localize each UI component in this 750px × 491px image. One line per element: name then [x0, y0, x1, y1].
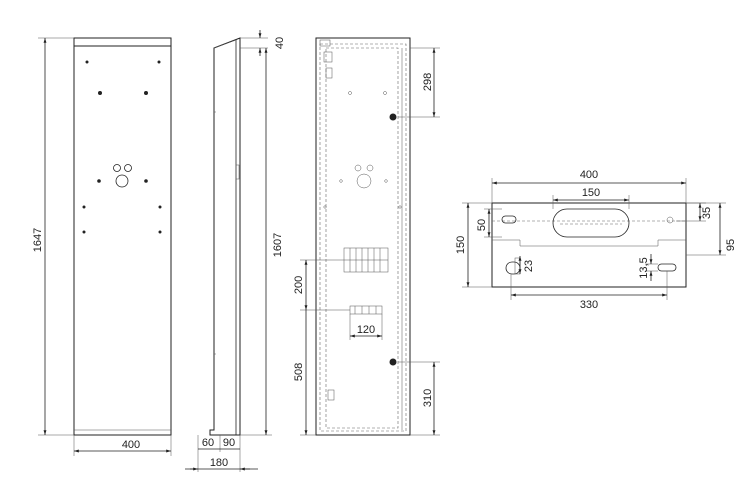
front-view: 1647 400 [32, 37, 172, 456]
dim-interior-top-offset: 298 [422, 73, 434, 91]
dim-bracket-35: 35 [701, 207, 713, 219]
dim-side-top: 40 [274, 37, 286, 49]
dim-bracket-slot: 150 [582, 187, 600, 199]
dim-front-height: 1647 [32, 228, 44, 252]
dim-front-width: 400 [122, 439, 140, 451]
bracket-view: 400 150 150 50 35 95 23 13,5 [455, 169, 737, 311]
cable-entry-large [115, 174, 129, 188]
dim-bracket-inner-50: 50 [476, 219, 488, 231]
dim-interior-terminal-width: 120 [357, 324, 375, 336]
front-panel [73, 37, 172, 436]
dim-interior-mid: 200 [293, 276, 305, 294]
dim-bracket-95: 95 [725, 239, 737, 251]
interior-view: 298 200 508 120 310 [293, 37, 440, 436]
dim-bracket-height: 150 [455, 236, 467, 254]
dim-side-base-b: 90 [223, 437, 235, 449]
dim-bracket-width: 400 [580, 169, 598, 181]
dim-side-height: 1607 [272, 233, 284, 257]
dim-bracket-330: 330 [580, 299, 598, 311]
dim-side-base-total: 180 [210, 457, 228, 469]
dim-bracket-23: 23 [523, 260, 535, 272]
bracket-slot [552, 208, 630, 238]
dim-interior-bottom-right: 310 [422, 389, 434, 407]
dim-interior-bottom: 508 [293, 363, 305, 381]
dim-bracket-13-5: 13,5 [638, 257, 650, 278]
front-top-cap [73, 37, 172, 47]
side-view: 40 1607 60 90 180 [185, 30, 286, 472]
dim-side-base-a: 60 [202, 437, 214, 449]
